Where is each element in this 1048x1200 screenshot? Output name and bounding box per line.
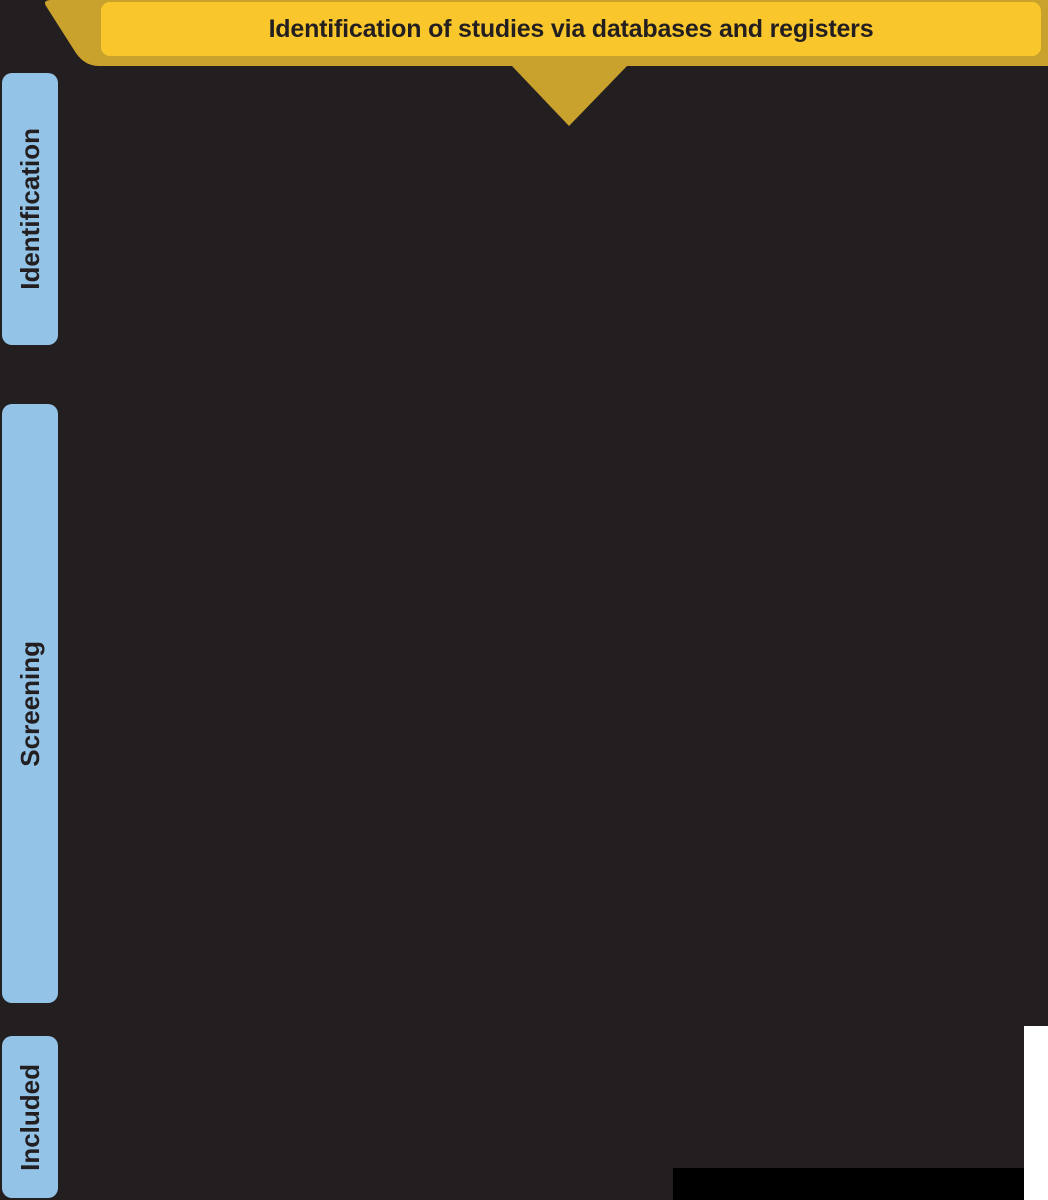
- black-bar-artifact: [673, 1168, 1024, 1200]
- stage-tab-label-screening: Screening: [15, 640, 45, 767]
- flow-content-canvas: [66, 135, 1048, 1200]
- page-title: Identification of studies via databases …: [268, 14, 874, 43]
- stage-tab-label-identification: Identification: [15, 128, 45, 290]
- stage-tab-screening[interactable]: Screening: [2, 404, 58, 1003]
- stage-tab-identification[interactable]: Identification: [2, 73, 58, 345]
- white-panel-artifact: [1024, 1026, 1048, 1200]
- header-banner: Identification of studies via databases …: [101, 2, 1041, 56]
- stage-tab-included[interactable]: Included: [2, 1036, 58, 1198]
- stage-tab-label-included: Included: [15, 1063, 45, 1171]
